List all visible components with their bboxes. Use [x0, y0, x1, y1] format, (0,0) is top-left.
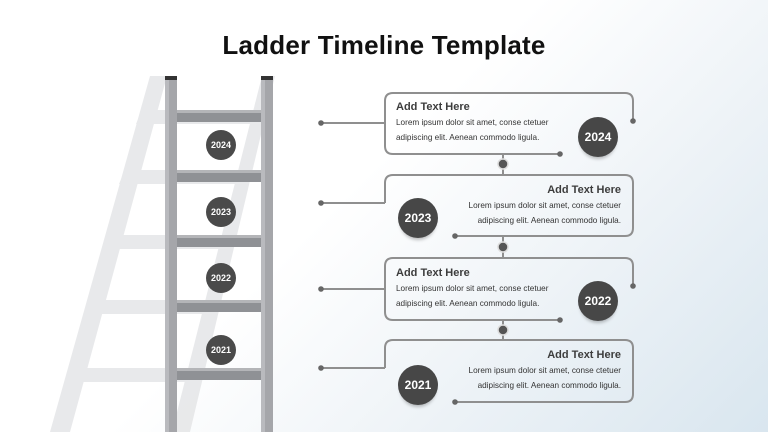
card-text-2024-line1: Lorem ipsum dolor sit amet, conse ctetue… [396, 118, 549, 127]
card-text-2022-line2: adipiscing elit. Aenean commodo ligula. [396, 299, 540, 308]
ladder-year-2024: 2024 [206, 130, 236, 160]
card-year-circle-2024: 2024 [578, 117, 618, 157]
card-frame-2024 [384, 92, 634, 155]
card-year-circle-2021: 2021 [398, 365, 438, 405]
card-heading-2021: Add Text Here [547, 349, 621, 361]
card-text-2022-line1: Lorem ipsum dolor sit amet, conse ctetue… [396, 284, 549, 293]
connector-dots [318, 118, 636, 405]
card-heading-2024: Add Text Here [396, 101, 470, 113]
spine-nodes [497, 158, 509, 336]
card-text-2023-line1: Lorem ipsum dolor sit amet, conse ctetue… [468, 201, 621, 210]
card-year-circle-2022: 2022 [578, 281, 618, 321]
card-frame-2022 [384, 257, 634, 321]
ladder [165, 76, 273, 432]
card-frame-2021 [384, 339, 634, 403]
card-text-2021-line1: Lorem ipsum dolor sit amet, conse ctetue… [468, 366, 621, 375]
card-frames [321, 92, 634, 403]
card-frame-2023 [384, 174, 634, 237]
ladder-year-2021: 2021 [206, 335, 236, 365]
ladder-year-2023: 2023 [206, 197, 236, 227]
card-year-circle-2023: 2023 [398, 198, 438, 238]
card-text-2021-line2: adipiscing elit. Aenean commodo ligula. [477, 381, 621, 390]
card-heading-2022: Add Text Here [396, 267, 470, 279]
card-text-2024-line2: adipiscing elit. Aenean commodo ligula. [396, 133, 540, 142]
slide-title: Ladder Timeline Template [222, 30, 546, 60]
card-text-2023-line2: adipiscing elit. Aenean commodo ligula. [477, 216, 621, 225]
ladder-year-2022: 2022 [206, 263, 236, 293]
card-heading-2023: Add Text Here [547, 184, 621, 196]
